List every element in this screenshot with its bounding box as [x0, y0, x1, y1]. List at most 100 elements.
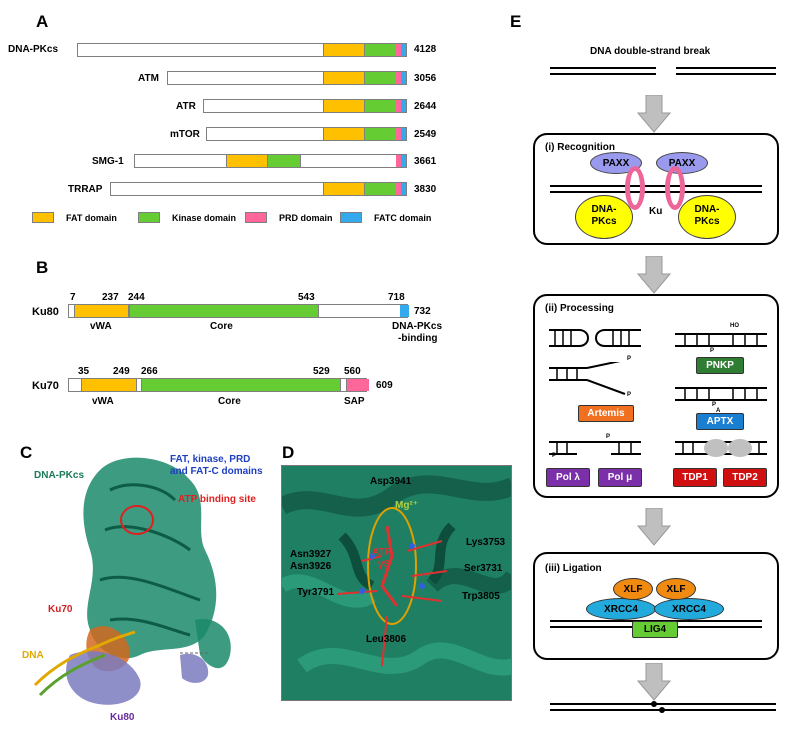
pol-lambda-tag: Pol λ — [546, 468, 590, 487]
ku80-length: 732 — [414, 306, 431, 317]
panel-c-label-ku80: Ku80 — [110, 712, 135, 723]
pol-dna-graphic — [549, 441, 641, 455]
panel-d-label-leu3806: Leu3806 — [366, 634, 407, 645]
ku70-length: 609 — [376, 380, 393, 391]
protein-name-mtor: mTOR — [170, 129, 200, 140]
arrow-down-4 — [637, 663, 671, 701]
panel-c-label-fatc-domains: and FAT-C domains — [170, 466, 263, 477]
xrcc4-left: XRCC4 — [586, 598, 656, 620]
panel-d-label-atp: ATP — [372, 547, 392, 558]
panel-d-label-ser3731: Ser3731 — [464, 563, 503, 574]
xlf-left: XLF — [613, 578, 653, 600]
protein-name-smg1: SMG-1 — [92, 156, 124, 167]
overhang-dna-graphic — [549, 362, 626, 395]
panel-d-letter: D — [282, 443, 295, 462]
panel-c-label-dna: DNA — [22, 650, 44, 661]
processing-box — [533, 294, 779, 498]
dnapkcs-left: DNA- PKcs — [575, 195, 633, 239]
ku80-label: Ku80 — [32, 306, 59, 318]
legend-label-prd: PRD domain — [279, 213, 333, 223]
panel-c-label-ku70: Ku70 — [48, 604, 73, 615]
ku-label: Ku — [649, 206, 663, 217]
domain-bar-atr — [203, 99, 407, 113]
ku80-pos-543: 543 — [298, 292, 315, 303]
legend-swatch-fatc — [340, 212, 362, 223]
aptx-a-label: A — [716, 408, 721, 414]
length-mtor: 2549 — [414, 129, 437, 140]
ku80-dnapkcs-label: DNA-PKcs — [392, 321, 443, 332]
protein-name-dnapkcs: DNA-PKcs — [8, 44, 59, 55]
panel-d-label-gamma-s: γS — [378, 559, 391, 570]
domain-bar-trrap — [110, 182, 407, 196]
pnkp-p-label: P — [710, 348, 715, 354]
ku70-pos-560: 560 — [344, 366, 361, 377]
ku80-pos-237: 237 — [102, 292, 119, 303]
pol-p-right: P — [606, 434, 611, 440]
dnapkcs-left-line2: PKcs — [591, 216, 617, 227]
pnkp-dna-graphic — [675, 333, 767, 347]
ku80-pos-7: 7 — [70, 292, 76, 303]
legend-swatch-prd — [245, 212, 267, 223]
overhang-p-bottom: P — [627, 392, 632, 398]
recognition-dna-graphic — [550, 185, 762, 193]
length-atm: 3056 — [414, 73, 437, 84]
domain-bar-atm — [167, 71, 407, 85]
recognition-box — [533, 133, 779, 245]
ku80-domain-bar — [68, 304, 409, 318]
ku70-label: Ku70 — [32, 380, 59, 392]
length-trrap: 3830 — [414, 184, 437, 195]
legend-swatch-kinase — [138, 212, 160, 223]
panel-d-label-mg: Mg²⁺ — [395, 500, 419, 511]
panel-a-letter: A — [36, 12, 49, 31]
arrow-down-3 — [637, 508, 671, 546]
processing-label: (ii) Processing — [545, 303, 614, 314]
overhang-p-top: P — [627, 356, 632, 362]
legend-label-fatc: FATC domain — [374, 213, 432, 223]
paxx-right: PAXX — [656, 152, 708, 174]
pol-p-left: P — [552, 453, 557, 459]
panel-d-label-asn3927: Asn3927 — [290, 549, 332, 560]
aptx-tag: APTX — [696, 413, 744, 430]
panel-d-label-lys3753: Lys3753 — [466, 537, 506, 548]
aptx-dna-graphic — [675, 387, 767, 401]
panel-d-label-asn3926: Asn3926 — [290, 561, 332, 572]
pol-mu-tag: Pol μ — [598, 468, 642, 487]
panel-c-label-atp-site: ATP binding site — [178, 494, 256, 505]
pnkp-tag: PNKP — [696, 357, 744, 374]
legend-label-fat: FAT domain — [66, 213, 117, 223]
atp-binding-site-image — [281, 465, 512, 701]
protein-name-atr: ATR — [176, 101, 196, 112]
ku80-vwa-label: vWA — [90, 321, 112, 332]
panel-d-label-tyr3791: Tyr3791 — [297, 587, 335, 598]
legend-label-kinase: Kinase domain — [172, 213, 237, 223]
recognition-label: (i) Recognition — [545, 142, 615, 153]
panel-d-label-trp3805: Trp3805 — [462, 591, 500, 602]
length-dnapkcs: 4128 — [414, 44, 437, 55]
arrow-down-1 — [637, 95, 671, 133]
broken-dna-graphic — [550, 67, 776, 75]
xrcc4-right: XRCC4 — [654, 598, 724, 620]
repaired-dna-graphic — [550, 701, 776, 713]
ligation-label: (iii) Ligation — [545, 563, 602, 574]
dnapkcs-right: DNA- PKcs — [678, 195, 736, 239]
domain-bar-dnapkcs — [77, 43, 407, 57]
dnapkcs-left-line1: DNA- — [591, 204, 617, 215]
length-smg1: 3661 — [414, 156, 437, 167]
xlf-right: XLF — [656, 578, 696, 600]
ku70-pos-249: 249 — [113, 366, 130, 377]
tdp-dna-graphic — [675, 439, 767, 457]
panel-d-label-asp3941: Asp3941 — [370, 476, 412, 487]
ku80-pos-718: 718 — [388, 292, 405, 303]
ku70-sap-label: SAP — [344, 396, 365, 407]
hairpin-dna-graphic — [549, 329, 641, 347]
ku80-core-label: Core — [210, 321, 233, 332]
length-atr: 2644 — [414, 101, 437, 112]
ku80-pos-244: 244 — [128, 292, 145, 303]
panel-b-letter: B — [36, 258, 49, 277]
legend-swatch-fat — [32, 212, 54, 223]
panel-c-label-fat-kinase: FAT, kinase, PRD — [170, 454, 251, 465]
ku70-pos-529: 529 — [313, 366, 330, 377]
dnapkcs-right-line1: DNA- — [694, 204, 720, 215]
ku-ring-left — [625, 166, 645, 210]
panel-c-letter: C — [20, 443, 33, 462]
